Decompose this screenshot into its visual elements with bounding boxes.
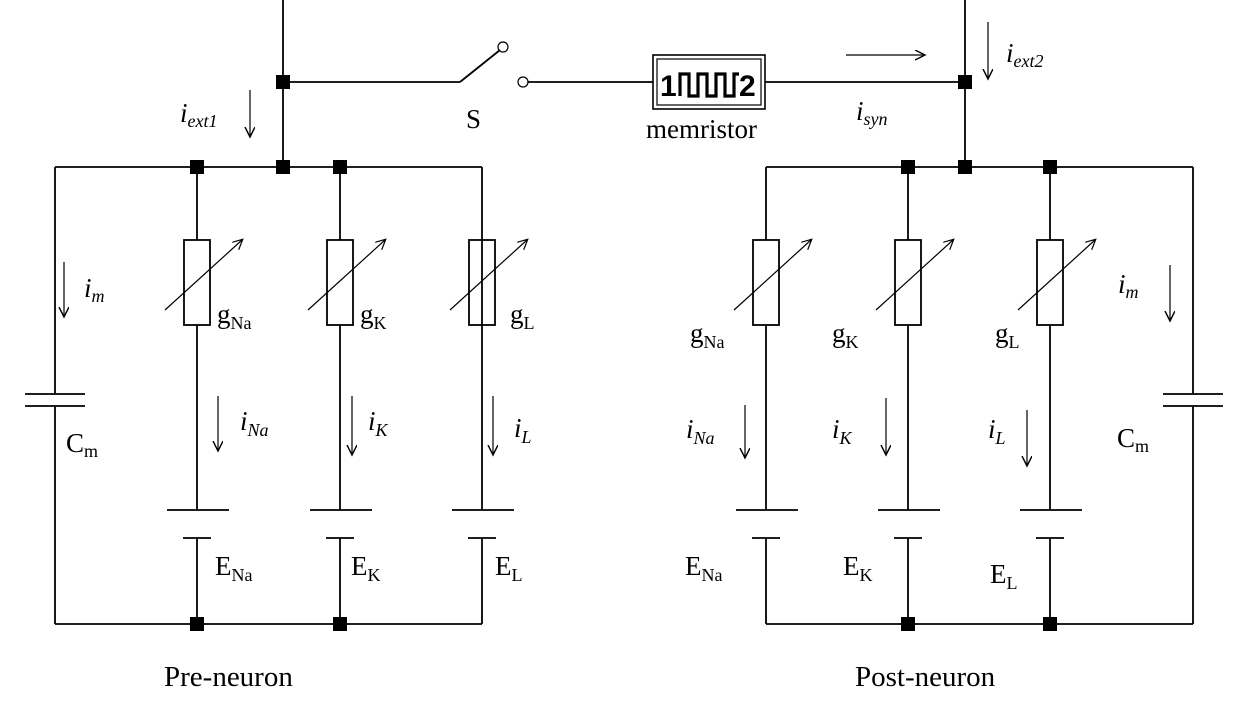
pre-label-il: iL — [514, 413, 532, 447]
pre-node — [190, 160, 204, 174]
post-node — [901, 617, 915, 631]
post-label-ina: iNa — [686, 414, 715, 448]
post-label-cm: Cm — [1117, 423, 1149, 456]
pre-label-gna: gNa — [217, 299, 252, 333]
post-node — [1043, 160, 1057, 174]
memristor-zigzag-icon — [678, 72, 739, 98]
pre-label-im: im — [84, 273, 105, 306]
post-label-il: iL — [988, 414, 1006, 448]
post-label-gl: gL — [995, 318, 1020, 352]
pre-label-gl: gL — [510, 299, 535, 333]
post-na-resistor — [752, 239, 780, 326]
post-node — [958, 75, 972, 89]
switch-blade — [459, 49, 501, 83]
pre-label-gk: gK — [360, 299, 387, 333]
pre-neuron-circuit — [25, 0, 527, 631]
pre-label-ek: EK — [351, 551, 381, 585]
pre-neuron-caption: Pre-neuron — [164, 661, 293, 693]
pre-node — [190, 617, 204, 631]
memristor-pin-2: 2 — [739, 70, 756, 103]
pre-l-resistor — [468, 239, 496, 326]
pre-node — [276, 160, 290, 174]
post-neuron-caption: Post-neuron — [855, 661, 996, 693]
pre-node — [276, 75, 290, 89]
label-i-ext2: iext2 — [1006, 38, 1044, 71]
memristor-label: memristor — [646, 114, 757, 144]
pre-l-variable-arrow — [449, 240, 527, 311]
pre-na-resistor — [183, 239, 211, 326]
post-label-el: EL — [990, 559, 1018, 593]
post-label-gna: gNa — [690, 318, 725, 352]
pre-label-el: EL — [495, 551, 523, 585]
post-node — [901, 160, 915, 174]
post-l-resistor — [1036, 239, 1064, 326]
post-k-resistor — [894, 239, 922, 326]
synapse-link: 1 2 S memristor — [459, 41, 965, 144]
post-label-ik: iK — [832, 414, 853, 448]
post-node — [958, 160, 972, 174]
post-neuron-circuit — [733, 0, 1223, 631]
post-l-variable-arrow — [1017, 240, 1095, 311]
switch-contact-top — [497, 41, 509, 53]
pre-k-variable-arrow — [307, 240, 385, 311]
memristor: 1 2 — [652, 54, 766, 110]
memristor-pin-1: 1 — [660, 70, 677, 103]
pre-label-ina: iNa — [240, 406, 269, 440]
pre-capacitor — [25, 393, 85, 407]
post-label-im: im — [1118, 269, 1139, 302]
switch-label: S — [466, 104, 481, 134]
pre-k-resistor — [326, 239, 354, 326]
post-na-variable-arrow — [733, 240, 811, 311]
post-label-ek: EK — [843, 551, 873, 585]
post-k-variable-arrow — [875, 240, 953, 311]
label-i-ext1: iext1 — [180, 98, 218, 131]
pre-label-ik: iK — [368, 406, 389, 440]
post-label-gk: gK — [832, 318, 859, 352]
pre-na-variable-arrow — [164, 240, 242, 311]
pre-label-cm: Cm — [66, 428, 98, 461]
post-capacitor — [1163, 393, 1223, 407]
post-label-ena: ENa — [685, 551, 723, 585]
post-node — [1043, 617, 1057, 631]
switch-contact-bottom — [517, 76, 529, 88]
pre-label-ena: ENa — [215, 551, 253, 585]
pre-node — [333, 617, 347, 631]
label-i-syn: isyn — [856, 96, 888, 129]
pre-node — [333, 160, 347, 174]
